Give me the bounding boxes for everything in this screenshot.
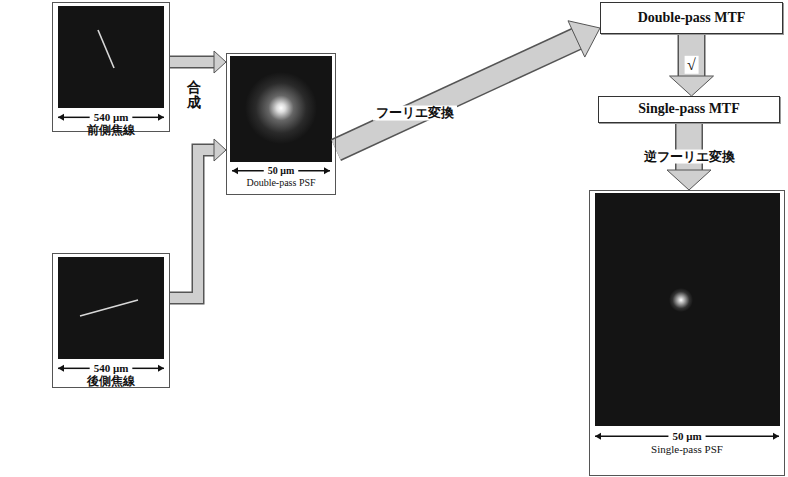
image-caption: Single-pass PSF bbox=[651, 443, 723, 456]
block-arrow bbox=[670, 34, 714, 96]
edge-label: 逆フーリエ変換 bbox=[641, 149, 738, 164]
block-arrow bbox=[336, 21, 600, 150]
focal-line bbox=[80, 300, 138, 316]
scale-arrow bbox=[595, 433, 668, 440]
scale-arrow bbox=[298, 167, 330, 174]
scale-arrow bbox=[132, 114, 164, 121]
scale-arrow bbox=[132, 365, 164, 372]
scale-length: 540 μm bbox=[94, 111, 129, 124]
block-arrow bbox=[170, 51, 226, 73]
psf-spot bbox=[669, 288, 693, 312]
image-panel: 50 μmSingle-pass PSF bbox=[589, 190, 785, 476]
psf-image bbox=[595, 193, 780, 426]
scale-arrow bbox=[58, 114, 90, 121]
box-title: Double-pass MTF bbox=[638, 10, 746, 26]
image-caption: 後側焦線 bbox=[87, 375, 135, 389]
psf-spot bbox=[245, 72, 317, 144]
image-caption: Double-pass PSF bbox=[246, 177, 315, 189]
scale-arrow bbox=[58, 365, 90, 372]
image-panel: 50 μmDouble-pass PSF bbox=[226, 53, 336, 195]
process-box: Single-pass MTF bbox=[598, 96, 780, 123]
box-title: Single-pass MTF bbox=[638, 101, 740, 117]
focal-line-image bbox=[58, 6, 164, 108]
scale-length: 540 μm bbox=[94, 362, 129, 375]
scale-length: 50 μm bbox=[672, 430, 701, 443]
operation-label: 合成 bbox=[187, 80, 201, 111]
focal-line bbox=[98, 30, 114, 68]
edge-label: √ bbox=[684, 56, 699, 74]
process-box: Double-pass MTF bbox=[600, 2, 783, 34]
scale-length: 50 μm bbox=[268, 165, 295, 177]
image-panel: 540 μm前側焦線 bbox=[52, 2, 170, 132]
block-arrow bbox=[170, 139, 226, 298]
scale-arrow bbox=[232, 167, 264, 174]
image-panel: 540 μm後側焦線 bbox=[52, 253, 170, 388]
psf-image bbox=[230, 56, 332, 162]
edge-label: フーリエ変換 bbox=[373, 106, 457, 121]
scale-arrow bbox=[706, 433, 779, 440]
image-caption: 前側焦線 bbox=[87, 124, 135, 138]
focal-line-image bbox=[58, 257, 164, 359]
